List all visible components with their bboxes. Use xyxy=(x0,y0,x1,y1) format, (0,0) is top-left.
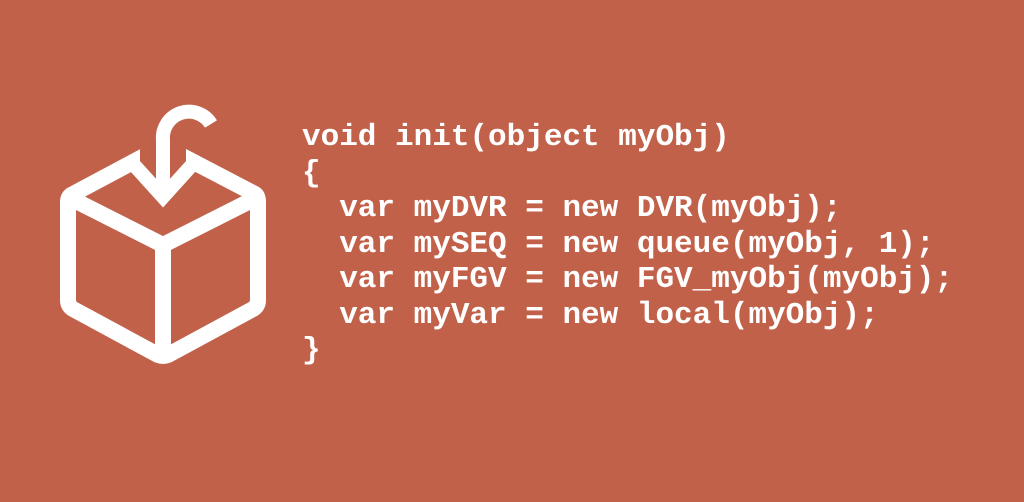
code-snippet: void init(object myObj){ var myDVR = new… xyxy=(302,120,953,369)
code-line: var mySEQ = new queue(myObj, 1); xyxy=(302,226,935,262)
code-line: var myFGV = new FGV_myObj(myObj); xyxy=(302,262,954,297)
code-line: var myDVR = new DVR(myObj); xyxy=(302,191,842,226)
box-with-incoming-arrow-icon xyxy=(60,104,266,364)
arrow-icon xyxy=(129,104,217,208)
code-line: { xyxy=(302,155,321,191)
code-line: void init(object myObj) xyxy=(302,120,730,155)
code-line: var myVar = new local(myObj); xyxy=(302,297,879,333)
code-line: } xyxy=(302,333,321,368)
